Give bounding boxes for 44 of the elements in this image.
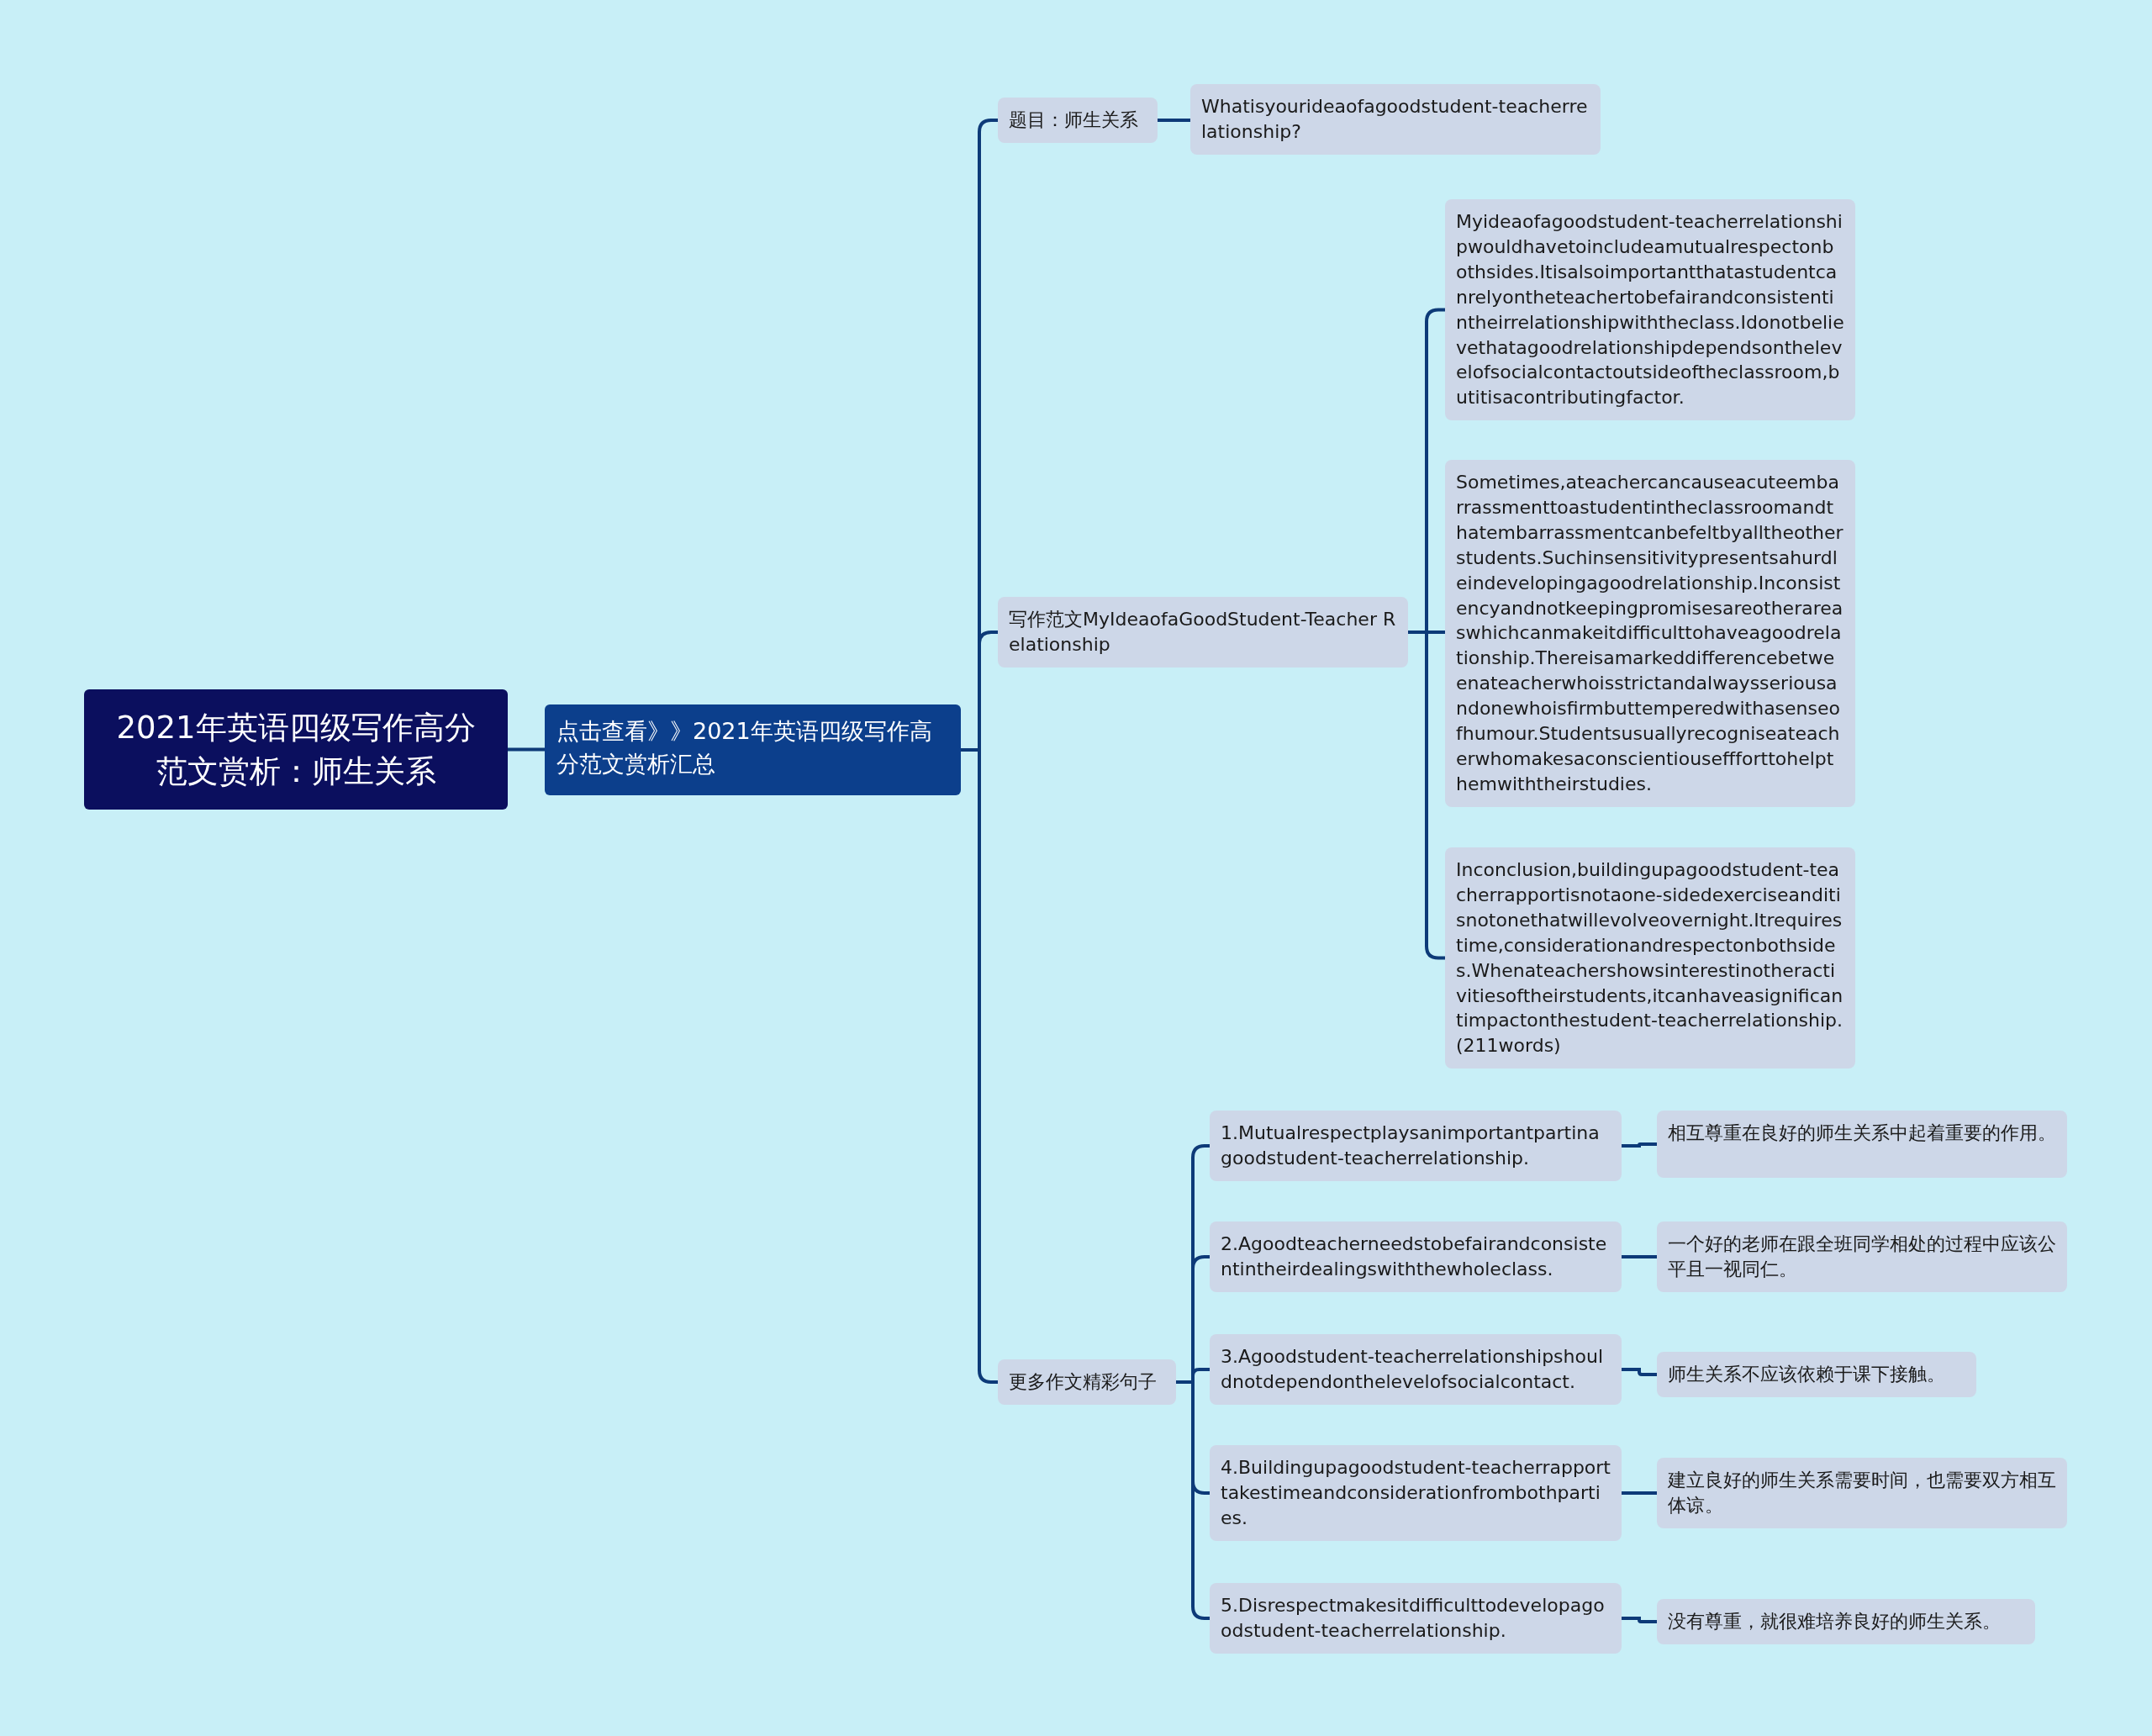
topic-text: 更多作文精彩句子 bbox=[1009, 1370, 1158, 1394]
connector-line bbox=[1176, 1380, 1210, 1620]
subtopic-box bbox=[1657, 1111, 2067, 1178]
topic-text: 相互尊重在良好的师生关系中起着重要的作用。 bbox=[1668, 1121, 2056, 1145]
subtopic-box bbox=[1210, 1334, 1622, 1405]
topic-text: 一个好的老师在跟全班同学相处的过程中应该公平且一视同仁。 bbox=[1668, 1232, 2056, 1281]
subtopic-box bbox=[998, 1359, 1176, 1405]
topic-text: 5.Disrespectmakesitdifficulttodevelopagoodstudent-teacherrelationship. bbox=[1221, 1594, 1606, 1643]
topic-text: 2.Agoodteacherneedstobefairandconsistentintheirdealingswiththewholeclass. bbox=[1221, 1232, 1608, 1281]
subtopic-box bbox=[1657, 1222, 2067, 1292]
subtopic-box bbox=[998, 597, 1408, 667]
subtopic-box bbox=[1210, 1583, 1622, 1654]
topic-text: 3.Agoodstudent-teacherrelationshipshouldnotdependonthelevelofsocialcontact. bbox=[1221, 1345, 1605, 1394]
connector-line bbox=[1622, 1368, 1657, 1376]
subtopic-box bbox=[1657, 1458, 2067, 1528]
topic-text: 师生关系不应该依赖于课下接触。 bbox=[1668, 1363, 1946, 1386]
topic-text: 4.Buildingupagoodstudent-teacherrapporttakestimeandconsiderationfrombothparties. bbox=[1221, 1456, 1611, 1530]
subtopic-box bbox=[998, 98, 1158, 143]
connector-line bbox=[1622, 1617, 1657, 1623]
subtopic-box bbox=[1210, 1111, 1622, 1181]
topic-text: 题目：师生关系 bbox=[1009, 108, 1139, 132]
topic-text: 2021年英语四级写作高分范文赏析：师生关系 bbox=[115, 708, 477, 791]
connector-line bbox=[1622, 1491, 1657, 1495]
topic-text: 建立良好的师生关系需要时间，也需要双方相互体谅。 bbox=[1668, 1469, 2056, 1517]
branch-topic-box bbox=[545, 704, 961, 795]
connector-line bbox=[1622, 1255, 1657, 1258]
subtopic-box bbox=[1210, 1222, 1622, 1292]
subtopic-box bbox=[1657, 1599, 2035, 1644]
connector-line bbox=[1622, 1142, 1657, 1148]
topic-text: Myideaofagoodstudent-teacherrelationshipwouldhavetoincludeamutualrespectonbothsides.Itisalsoimportantthatastudentcanrelyontheteachertobefairandconsistentintheirrelationshipwiththeclass.Idonotbelievethatagoodrelationshipdependsonthelevelofsocialcontactoutsideoftheclassroom,butitisacontributingfactor. bbox=[1456, 210, 1844, 410]
topic-text: 点击查看》》2021年英语四级写作高分范文赏析汇总 bbox=[556, 717, 933, 779]
connector-line bbox=[1158, 119, 1190, 122]
topic-text: 没有尊重，就很难培养良好的师生关系。 bbox=[1668, 1610, 2002, 1633]
subtopic-box bbox=[1657, 1352, 1976, 1397]
topic-text: 1.Mutualrespectplaysanimportantpartinagoodstudent-teacherrelationship. bbox=[1221, 1121, 1601, 1170]
subtopic-box bbox=[1190, 84, 1601, 155]
subtopic-box bbox=[1210, 1445, 1622, 1541]
topic-text: Sometimes,ateachercancauseacuteembarrassmenttoastudentintheclassroomandthatembarrassmentcanbefeltbyalltheotherstudents.Suchinsensitivitypresentsahurdleindevelopingagoodrelationship.Inconsistencyandnotkeepingpromisesareotherareaswhichcanmakeitdifficulttohaveagoodrelationship.Thereisamarkeddifferencebetweenateacherwhoisstrictandalwaysseriousandonewhoisfirmbuttemperedwithasenseofhumour.Studentsusuallyrecogniseateacherwhomakesaconscientiouseffforttohelpthemwiththeirstudies. bbox=[1456, 471, 1844, 796]
connector-line bbox=[1408, 631, 1445, 960]
topic-text: Inconclusion,buildingupagoodstudent-teacherrapportisnotaone-sidedexerciseanditisnotonethatwillevolveovernight.Itrequirestime,considerationandrespectonbothsides.Whenateachershowsinterestinotheractivitiesoftheirstudents,itcanhaveasignificantimpactonthestudent-teacherrelationship.(211words) bbox=[1456, 858, 1844, 1058]
connector-line bbox=[508, 747, 545, 752]
topic-text: Whatisyourideaofagoodstudent-teacherrelationship? bbox=[1201, 95, 1589, 144]
central-topic-box bbox=[84, 689, 508, 810]
topic-text: 写作范文MyIdeaofaGoodStudent-Teacher Relationship bbox=[1009, 608, 1397, 657]
